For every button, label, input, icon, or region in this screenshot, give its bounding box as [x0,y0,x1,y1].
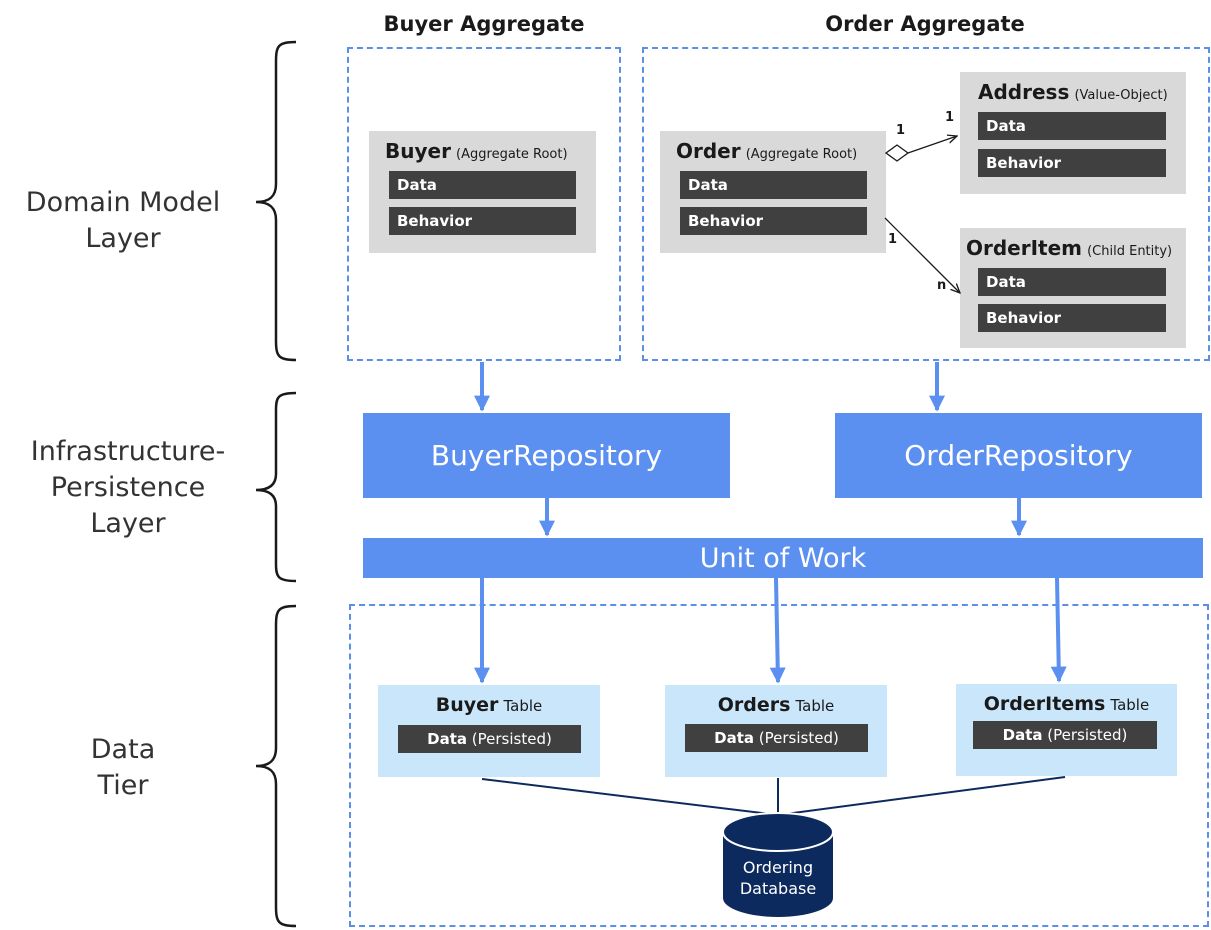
orders-table-name: Orders [717,694,791,716]
buyer-table-data-label: Data [427,730,468,748]
buyer-table-persisted-label: (Persisted) [471,730,552,748]
buyer-repository-box: BuyerRepository [363,413,730,498]
orders-table-box: Orders Table Data (Persisted) [665,685,887,777]
infra-brace-icon [255,391,297,583]
orderitem-entity-stereotype: (Child Entity) [1087,244,1173,259]
buyer-aggregate-title: Buyer Aggregate [383,12,585,36]
buyer-aggregate-box [347,47,621,361]
address-entity: Address (Value-Object) Data Behavior [960,72,1186,194]
order-entity-name: Order [676,139,741,163]
domain-model-layer-label: Domain Model Layer [25,187,221,254]
order-behavior-bar: Behavior [680,207,867,235]
buyer-table-box: Buyer Table Data (Persisted) [378,685,600,777]
orderitems-table-suffix: Table [1110,696,1150,714]
order-entity-stereotype: (Aggregate Root) [745,147,858,162]
orderitems-table-to-db-line [777,776,1066,816]
buyer-table-name: Buyer [435,694,499,716]
address-entity-stereotype: (Value-Object) [1074,88,1168,103]
orderitems-table-box: OrderItems Table Data (Persisted) [956,684,1177,776]
order-aggregate-title: Order Aggregate [825,12,1025,36]
orderitem-data-bar: Data [978,268,1166,296]
order-to-address-association [907,136,957,154]
orderitems-table-name: OrderItems [983,693,1106,715]
orderitem-behavior-bar: Behavior [978,304,1166,332]
ordering-database-label: Ordering Database [723,857,833,899]
data-tier-box [349,604,1209,927]
uow-to-orders-table-arrow [769,577,786,684]
domain-brace-icon [255,40,297,362]
orderitem-entity-title: OrderItem (Child Entity) [966,236,1172,260]
orderitems-table-title: OrderItems Table [956,693,1177,715]
address-entity-name: Address [978,80,1070,104]
orders-table-persisted-label: (Persisted) [758,729,839,747]
unit-of-work-bar: Unit of Work [363,538,1203,578]
buyer-entity: Buyer (Aggregate Root) Data Behavior [369,131,596,253]
orderitem-entity-name: OrderItem [966,236,1083,260]
unit-of-work-label: Unit of Work [699,542,867,574]
data-brace-icon [255,604,297,928]
buyer-table-to-db-line [481,778,779,816]
orderitems-table-persisted-label: (Persisted) [1047,726,1128,744]
buyer-table-title: Buyer Table [378,694,600,716]
orders-table-suffix: Table [795,697,835,715]
orderitems-table-data-label: Data [1002,726,1043,744]
buyer-entity-title: Buyer (Aggregate Root) [385,139,568,163]
database-line1: Ordering [742,858,814,877]
order-data-bar: Data [680,171,867,199]
data-tier-label: Data Tier [90,734,156,801]
order-aggregate-box [642,47,1210,361]
aggregation-diamond-icon [884,144,910,162]
database-line2: Database [739,879,817,898]
uow-to-orderitems-table-arrow [1050,577,1067,683]
orderitem-entity: OrderItem (Child Entity) Data Behavior [960,228,1186,348]
orderitems-table-data-bar: Data (Persisted) [973,721,1157,749]
buyer-data-bar: Data [389,171,576,199]
buyer-entity-name: Buyer [385,139,451,163]
infrastructure-persistence-layer-label: Infrastructure- Persistence Layer [30,436,226,539]
order-repository-box: OrderRepository [835,413,1202,498]
order-item-target-multiplicity: n [937,278,947,293]
address-behavior-bar: Behavior [978,149,1166,177]
buyer-behavior-bar: Behavior [389,207,576,235]
order-address-source-multiplicity: 1 [896,123,906,138]
order-entity: Order (Aggregate Root) Data Behavior [660,131,886,253]
orders-table-title: Orders Table [665,694,887,716]
order-address-target-multiplicity: 1 [945,110,955,125]
buyer-repository-label: BuyerRepository [430,439,663,472]
address-entity-title: Address (Value-Object) [978,80,1168,104]
order-entity-title: Order (Aggregate Root) [676,139,857,163]
orders-table-data-label: Data [714,729,755,747]
database-cylinder-icon [722,812,834,917]
buyer-table-data-bar: Data (Persisted) [398,725,581,753]
order-item-source-multiplicity: 1 [888,232,898,247]
buyer-entity-stereotype: (Aggregate Root) [456,147,568,162]
buyer-table-suffix: Table [503,697,543,715]
address-data-bar: Data [978,112,1166,140]
order-to-orderitem-association [884,217,960,293]
order-repository-label: OrderRepository [904,439,1133,472]
orders-table-data-bar: Data (Persisted) [685,724,868,752]
